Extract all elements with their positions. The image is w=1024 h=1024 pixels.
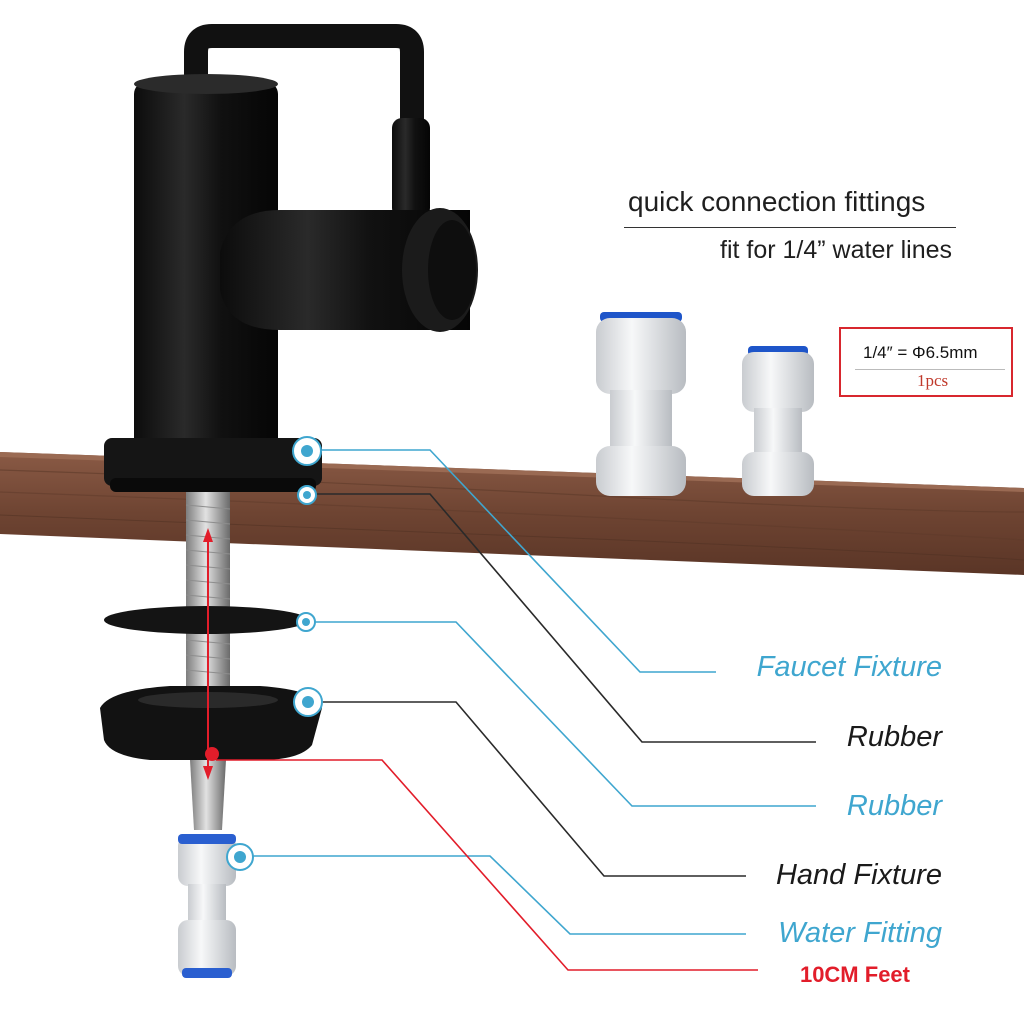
label-faucet-fixture: Faucet Fixture: [756, 651, 942, 683]
label-water-fitting: Water Fitting: [778, 917, 942, 949]
spec-divider: [855, 369, 1005, 370]
callout-lines: [216, 449, 816, 971]
fittings-subheading: fit for 1/4” water lines: [720, 236, 953, 264]
spare-fitting-large: [596, 312, 686, 496]
fittings-heading: quick connection fittings: [628, 186, 926, 217]
length-arrow: [203, 528, 219, 780]
callout-markers: [226, 436, 323, 871]
label-hand-fixture: Hand Fixture: [775, 859, 942, 891]
heading-underline: [624, 227, 956, 228]
spec-quantity: 1pcs: [917, 371, 949, 390]
label-rubber-top: Rubber: [846, 721, 942, 753]
label-rubber-lower: Rubber: [846, 790, 942, 822]
spec-box: 1/4″ = Φ6.5mm 1pcs: [839, 327, 1013, 397]
label-length: 10CM Feet: [799, 962, 910, 987]
spare-fitting-small: [742, 346, 814, 496]
installed-water-fitting: [178, 834, 236, 978]
rubber-washer: [104, 606, 308, 634]
faucet-body: [104, 24, 478, 492]
spec-size: 1/4″ = Φ6.5mm: [863, 343, 978, 362]
